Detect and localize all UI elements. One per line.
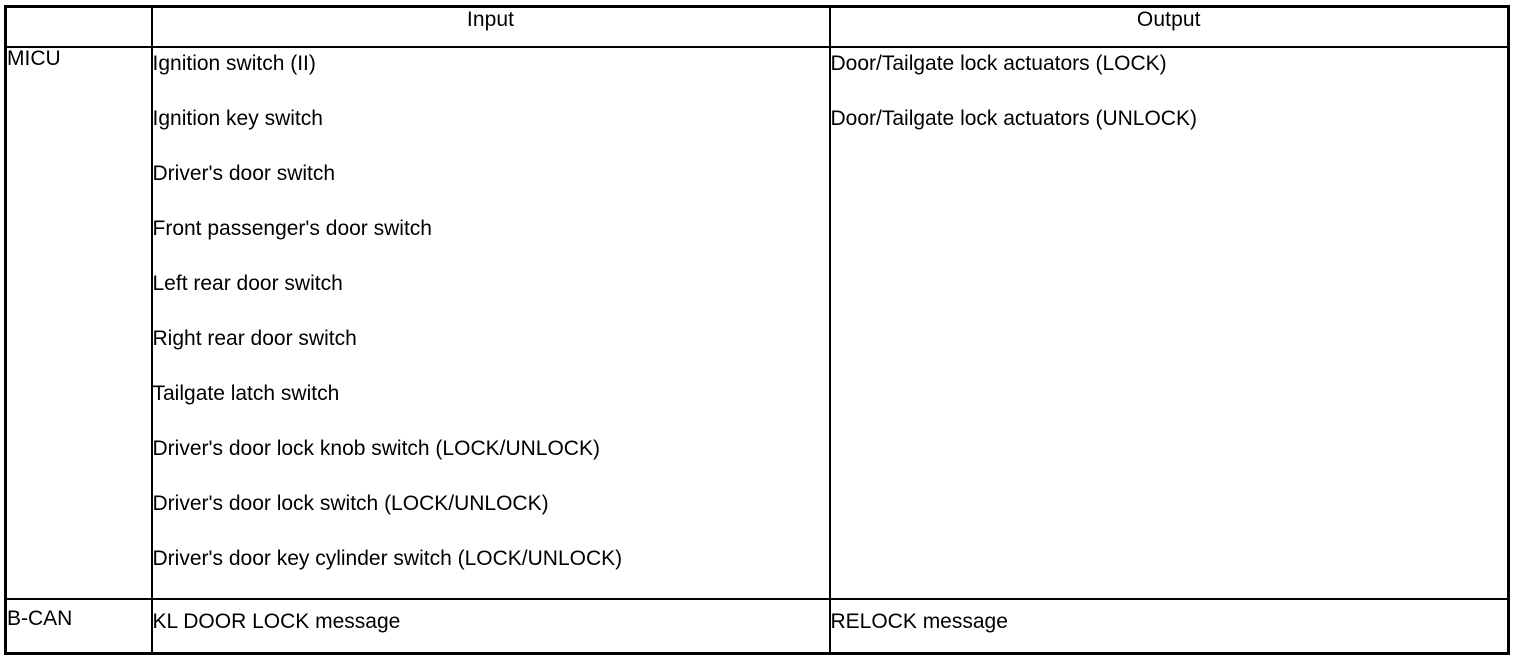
list-item: Driver's door switch [152,162,336,185]
table-header: Input Output [4,5,1510,48]
unit-label-micu: MICU [4,46,153,600]
output-list-bcan: RELOCK message [828,598,1510,655]
table-row: B-CAN KL DOOR LOCK message RELOCK messag… [4,598,1510,655]
header-output: Output [828,5,1510,48]
header-unit-blank [4,5,153,48]
header-row: Input Output [4,5,1510,48]
table-body: MICU Ignition switch (II) Ignition key s… [4,46,1510,655]
list-item: Ignition key switch [152,107,323,130]
header-input: Input [150,5,831,48]
list-item: Driver's door lock knob switch (LOCK/UNL… [152,437,600,460]
unit-label-bcan: B-CAN [4,598,153,655]
list-item: Ignition switch (II) [152,52,316,75]
input-list-micu: Ignition switch (II) Ignition key switch… [150,46,831,600]
list-item: Front passenger's door switch [152,217,432,240]
input-output-table: Input Output MICU Ignition switch (II) I… [4,5,1510,655]
list-item: Tailgate latch switch [152,382,340,405]
input-list-bcan: KL DOOR LOCK message [150,598,831,655]
list-item: Driver's door key cylinder switch (LOCK/… [152,547,623,570]
list-item: Door/Tailgate lock actuators (LOCK) [830,52,1167,75]
list-item: RELOCK message [830,610,1008,633]
list-item: KL DOOR LOCK message [152,610,401,633]
table-row: MICU Ignition switch (II) Ignition key s… [4,46,1510,600]
table-sheet: Input Output MICU Ignition switch (II) I… [4,5,1510,655]
output-list-micu: Door/Tailgate lock actuators (LOCK) Door… [828,46,1510,600]
list-item: Left rear door switch [152,272,343,295]
list-item: Door/Tailgate lock actuators (UNLOCK) [830,107,1197,130]
list-item: Right rear door switch [152,327,357,350]
list-item: Driver's door lock switch (LOCK/UNLOCK) [152,492,549,515]
